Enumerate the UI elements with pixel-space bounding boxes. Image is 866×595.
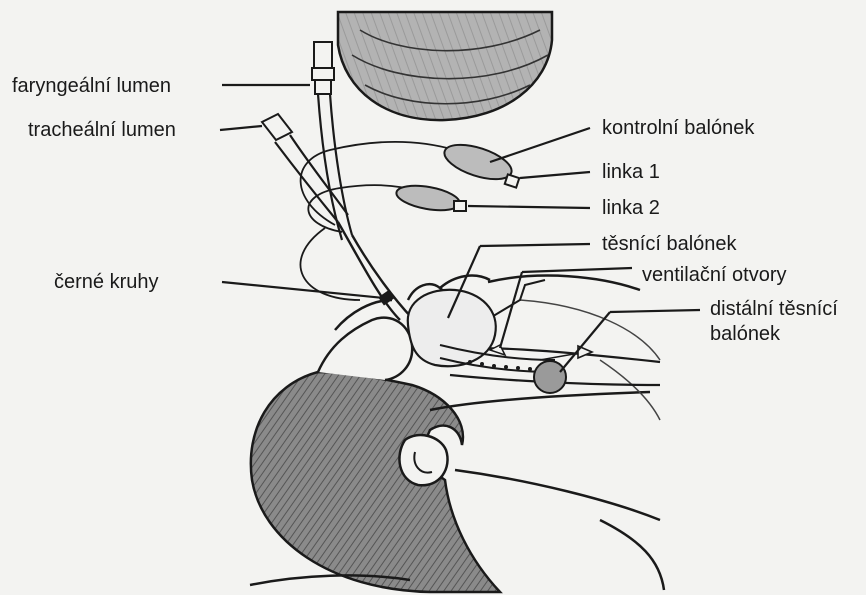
label-tesnici-balonek: těsnící balónek <box>602 232 737 256</box>
leader-tesnici-h <box>480 244 590 246</box>
label-distalni-line-2: balónek <box>710 322 838 347</box>
label-distalni-tesnici-balonek: distální těsnící balónek <box>710 297 838 347</box>
label-cerne-kruhy: černé kruhy <box>54 270 159 294</box>
leader-ventilacni-h <box>522 268 632 272</box>
label-kontrolni-balonek: kontrolní balónek <box>602 116 754 140</box>
leader-cerne <box>222 282 384 298</box>
leader-kontrolni <box>490 128 590 162</box>
leader-linka2 <box>468 206 590 208</box>
leader-trachealni <box>220 126 262 130</box>
label-linka-1: linka 1 <box>602 160 660 184</box>
leader-distalni-v <box>560 312 610 372</box>
label-distalni-line-1: distální těsnící <box>710 297 838 322</box>
leader-linka1 <box>520 172 590 178</box>
label-linka-2: linka 2 <box>602 196 660 220</box>
label-ventilacni-otvory: ventilační otvory <box>642 263 787 287</box>
leader-distalni-h <box>610 310 700 312</box>
label-faryngealni-lumen: faryngeální lumen <box>12 74 171 98</box>
pilot-balloons <box>395 138 520 215</box>
label-trachealni-lumen: tracheální lumen <box>28 118 176 142</box>
ventilation-bag <box>338 12 552 120</box>
